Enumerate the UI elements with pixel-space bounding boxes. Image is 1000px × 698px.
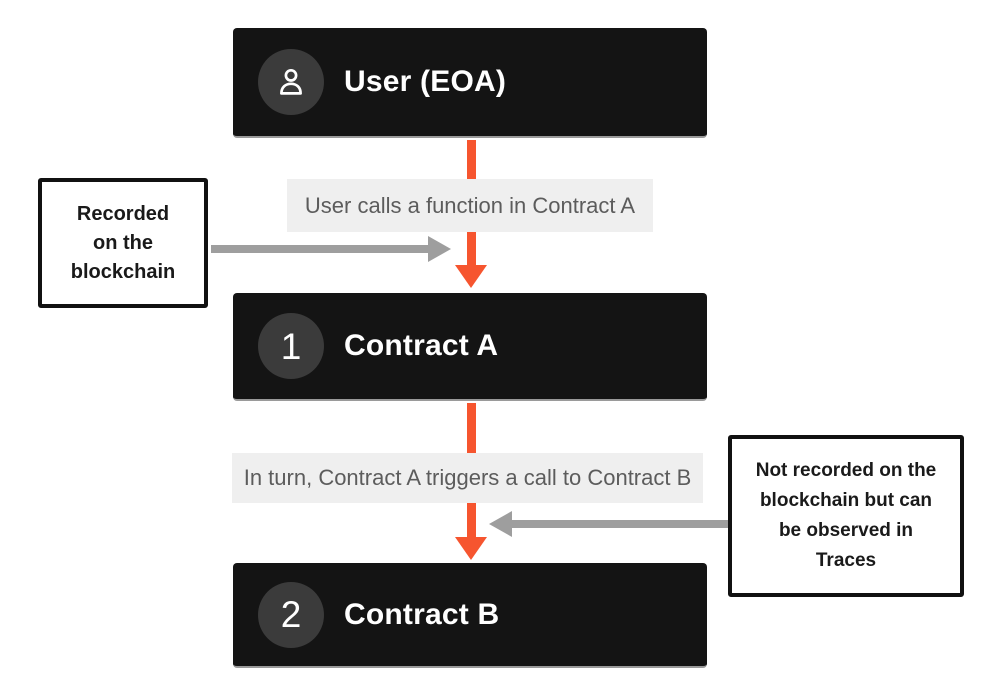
arrow-annotation-left-line bbox=[211, 245, 429, 253]
flow-label-call-1: User calls a function in Contract A bbox=[287, 179, 653, 232]
annotation-line: blockchain but can bbox=[759, 490, 933, 511]
step-badge-2: 2 bbox=[258, 581, 324, 648]
node-user-eoa: User (EOA) bbox=[233, 28, 707, 138]
arrow-contract-a-to-contract-b-head bbox=[455, 537, 487, 560]
step-badge-1: 1 bbox=[258, 313, 324, 379]
arrow-user-to-contract-a-head bbox=[455, 265, 487, 288]
node-contract-b: 2 Contract B bbox=[233, 563, 707, 668]
user-avatar bbox=[258, 49, 324, 115]
step-number: 1 bbox=[280, 325, 302, 367]
step-number: 2 bbox=[280, 594, 302, 635]
annotation-line: Not recorded on the bbox=[755, 460, 937, 481]
flow-label-call-2: In turn, Contract A triggers a call to C… bbox=[232, 453, 703, 503]
annotation-line: on the bbox=[93, 231, 153, 254]
annotation-line: blockchain bbox=[70, 260, 176, 283]
node-title: Contract A bbox=[344, 329, 499, 362]
node-contract-a: 1 Contract A bbox=[233, 293, 707, 401]
arrow-annotation-left-head bbox=[428, 236, 451, 262]
node-title: Contract B bbox=[344, 597, 500, 631]
arrow-annotation-right-line bbox=[512, 520, 729, 528]
user-icon bbox=[280, 68, 302, 95]
annotation-not-recorded-traces: Not recorded on the blockchain but can b… bbox=[728, 435, 964, 597]
annotation-line: Recorded bbox=[76, 202, 170, 225]
annotation-line: be observed in bbox=[778, 520, 914, 541]
arrow-annotation-right-head bbox=[489, 511, 512, 537]
node-title: User (EOA) bbox=[344, 65, 507, 98]
annotation-line: Traces bbox=[815, 550, 877, 571]
annotation-recorded-on-blockchain: Recorded on the blockchain bbox=[38, 178, 208, 308]
